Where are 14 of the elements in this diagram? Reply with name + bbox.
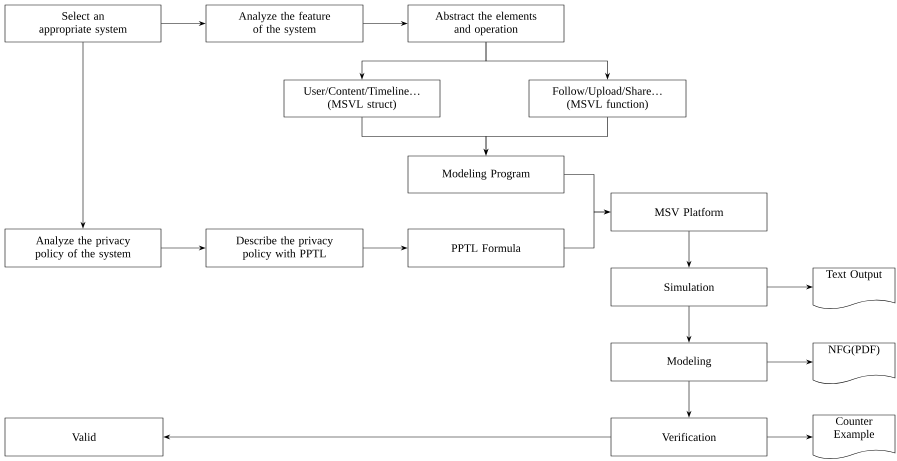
process-box: Select an appropriate system [4, 4, 162, 42]
process-box: User/Content/Timeline… (MSVL struct) [284, 80, 440, 118]
process-box: Follow/Upload/Share… (MSVL function) [528, 80, 686, 118]
process-box: Simulation [610, 268, 768, 306]
process-box: Verification [610, 418, 768, 456]
process-box: Abstract the elements and operation [408, 4, 564, 42]
process-box: MSV Platform [610, 192, 768, 232]
process-box: Valid [4, 418, 164, 456]
process-box: Analyze the feature of the system [206, 4, 364, 42]
process-box: Describe the privacy policy with PPTL [206, 228, 364, 268]
process-box: PPTL Formula [408, 228, 564, 268]
process-box: Modeling Program [408, 156, 564, 194]
process-box: Modeling [610, 342, 768, 382]
process-box: Analyze the privacy policy of the system [4, 228, 162, 268]
